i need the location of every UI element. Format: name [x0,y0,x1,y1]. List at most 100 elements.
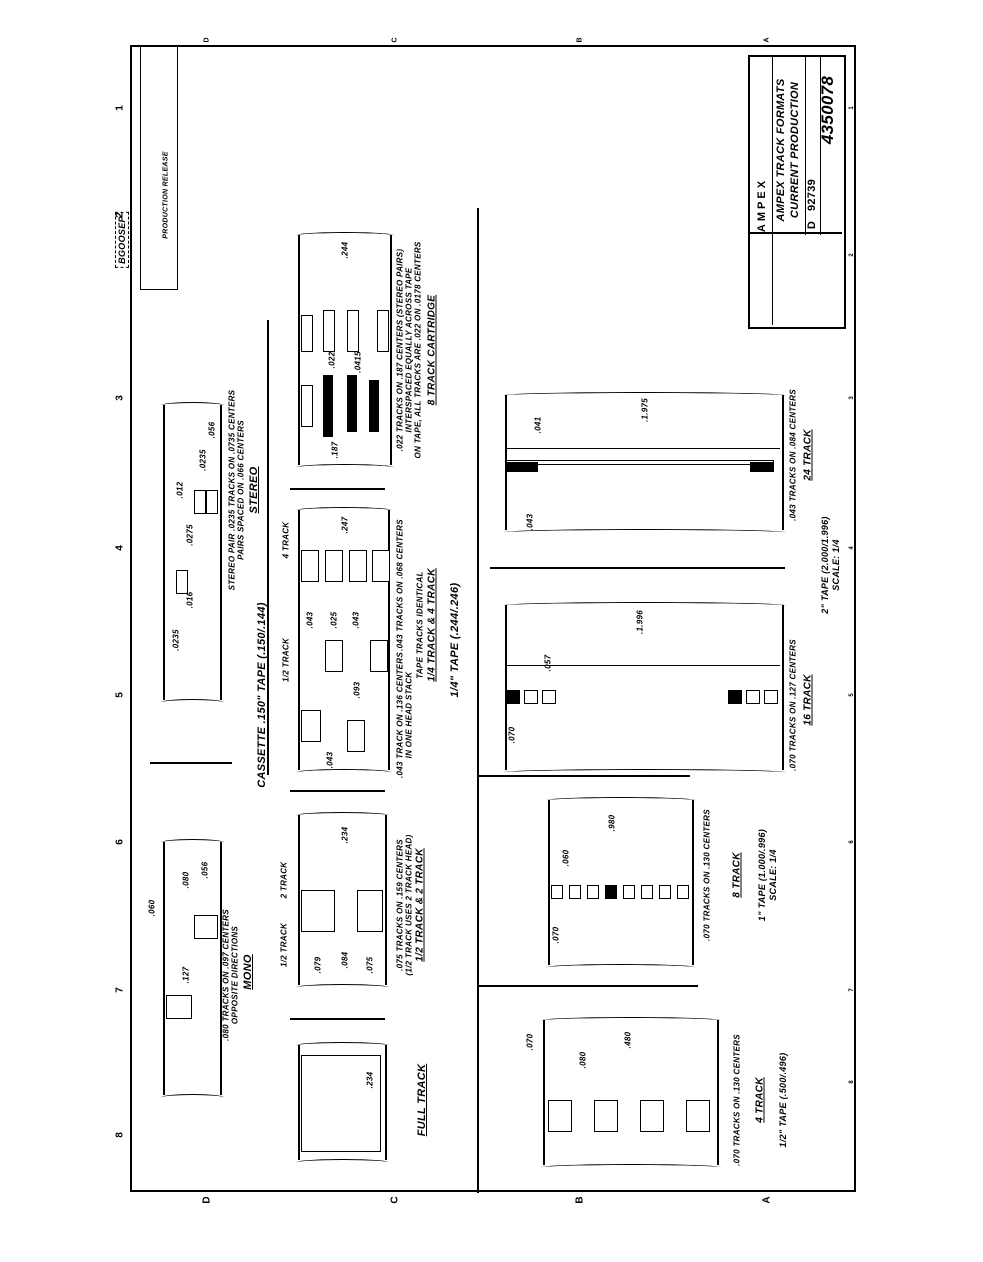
track-mark [764,690,778,704]
track-mark [369,380,379,432]
track-mark [347,375,357,432]
dimension-label: .0235 [171,629,181,651]
track-mark [301,710,321,742]
zone-left: 5 [114,692,126,698]
divider-line [290,1018,385,1020]
zone-left: 1 [114,105,126,111]
track-mark [506,460,774,465]
track-mark [548,1100,572,1132]
zone-top: D [203,37,211,43]
dimension-label: .075 [365,956,375,974]
track-mark [301,550,319,582]
company-name: AMPEX [756,177,768,233]
revision-description: PRODUCTION RELEASE [162,151,170,239]
dimension-label: .187 [330,441,340,459]
cage-code: 92739 [806,178,818,212]
divider-line [150,762,232,764]
two-inch-tape: 2" TAPE (2.000/1.996) [820,516,830,614]
track-mark [594,1100,618,1132]
tape-outline [296,1042,389,1160]
dimension-label: .234 [340,826,350,844]
track-mark [542,690,556,704]
dimension-label: .022 TRACKS ON .187 CENTERS (STEREO PAIR… [395,248,405,452]
cassette-heading: CASSETTE .150" TAPE (.150/.144) [256,602,268,788]
zone-right: 8 [849,1080,855,1084]
half-two-track-label: 1/2 TRACK & 2 TRACK [414,848,426,962]
revision-block [140,45,178,290]
stereo-label: STEREO [248,466,260,514]
dimension-label: .247 [340,516,350,534]
dimension-label: .070 [525,1033,535,1051]
drawing-size: D [806,220,818,230]
divider-line [478,775,690,777]
dimension-label: .480 [623,1031,633,1049]
dimension-label: .070 TRACKS ON .130 CENTERS [702,809,712,941]
zone-top: A [763,37,771,43]
sixteen-track-label: 16 TRACK [802,674,814,726]
dimension-label: .070 TRACKS ON .130 CENTERS [732,1034,742,1166]
quarter-inch-heading: 1/4" TAPE (.244/.246) [449,582,461,698]
zone-bottom: A [761,1196,773,1204]
four-track-label: 4 TRACK [754,1077,766,1123]
track-mark [349,550,367,582]
track-mark [569,885,581,899]
zone-bottom: D [201,1196,213,1204]
divider-line [290,790,385,792]
zone-right: 4 [849,546,855,550]
dimension-label: .080 [578,1051,588,1069]
track-mark [750,462,774,472]
dimension-label: .043 TRACK ON .136 CENTERS [395,651,405,779]
tape-outline [161,402,224,700]
dimension-label: .043 [351,611,361,629]
zone-left: 7 [114,987,126,993]
track-mark [194,490,206,514]
divider-line [772,55,773,325]
zone-left: 3 [114,395,126,401]
divider-line [490,567,785,569]
dimension-label: .043 TRACKS ON .084 CENTERS [788,389,798,521]
zone-bottom: C [389,1196,401,1204]
eight-track-label: 8 TRACK [731,852,743,898]
dimension-label: .043 TRACKS ON .068 CENTERS [395,519,405,651]
dimension-label: 2 TRACK [279,861,289,899]
full-track-label: FULL TRACK [416,1063,428,1137]
track-mark [176,570,188,594]
dimension-label: .041 [533,416,543,434]
divider-line [477,208,479,1193]
track-mark [659,885,671,899]
divider-line [290,488,385,490]
divider-line [805,55,806,235]
track-mark [587,885,599,899]
track-mark [301,890,335,932]
zone-right: 1 [849,106,855,110]
mono-label: MONO [242,954,254,990]
track-mark [357,890,383,932]
zone-right: 3 [849,396,855,400]
track-mark [301,385,313,427]
zone-bottom: B [574,1196,586,1204]
zone-left: 4 [114,545,126,551]
track-mark [524,690,538,704]
track-mark [347,310,359,352]
dimension-label: .075 TRACKS ON .159 CENTERS [395,839,405,971]
dimension-label: SCALE: 1/4 [768,849,778,901]
track-mark [194,915,218,939]
track-mark [677,885,689,899]
dimension-label: .022 [327,351,337,369]
track-mark [605,885,617,899]
dimension-label: (1/2 TRACK USES 2 TRACK HEAD) [404,834,414,976]
title-block [748,55,846,329]
dimension-label: 1/2" TAPE (.500/.496) [778,1052,788,1148]
dimension-label: .244 [340,241,350,259]
track-mark [686,1100,710,1132]
track-mark [370,640,388,672]
dimension-label: .080 [181,871,191,889]
track-mark [551,885,563,899]
dimension-label: .060 [561,849,571,867]
divider-line [748,232,842,234]
track-mark [325,550,343,582]
track-mark [206,490,218,514]
cartridge-label: 8 TRACK CARTRIDGE [426,294,438,406]
track-mark [372,550,390,582]
track-mark [325,640,343,672]
